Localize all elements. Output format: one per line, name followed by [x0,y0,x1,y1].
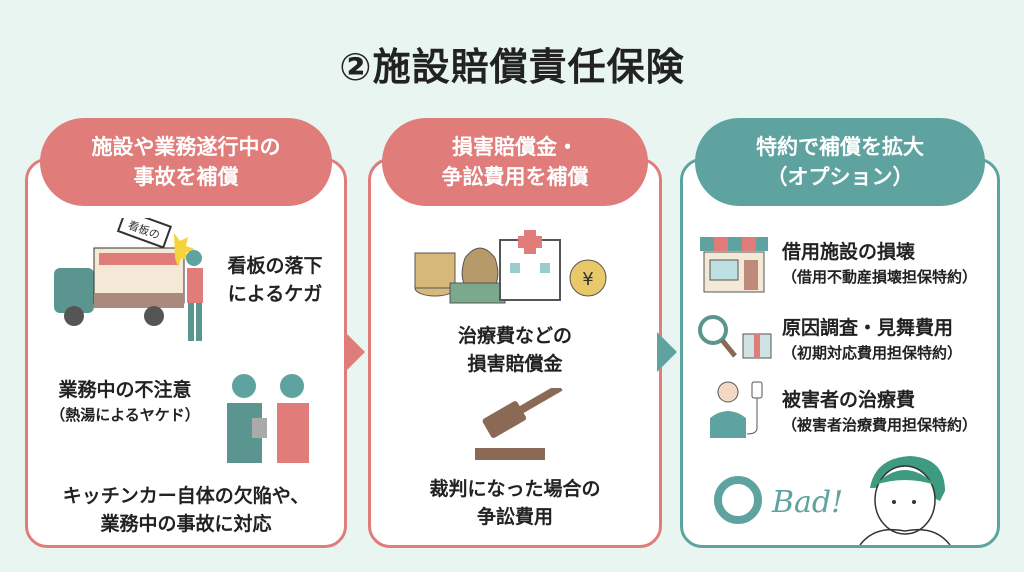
header-options: 特約で補償を拡大 （オプション） [695,118,985,206]
option-subtitle: （被害者治療費用担保特約） [782,416,978,434]
item-line: 裁判になった場合の [429,478,601,500]
option-victim-treatment: 被害者の治療費 （被害者治療費用担保特約） [782,386,977,436]
item-line: 治療費などの [457,325,572,347]
item-line: 争訟費用 [476,506,553,528]
money-hospital-icon: ¥ [414,230,607,304]
option-title: 被害者の治療費 [782,389,916,411]
page-title: ②施設賠償責任保険 [339,45,685,89]
magnifier-gift-icon [698,315,772,359]
header-line: 特約で補償を拡大 [756,135,924,159]
header-line: 争訟費用を補償 [441,165,589,189]
circle-mark-icon [714,476,762,524]
option-title: 借用施設の損壊 [782,241,916,263]
header-line: 事故を補償 [133,165,239,189]
arrow-right-icon [657,332,677,372]
food-truck-sign-falling-icon: 看板の [54,218,203,341]
item-sign-injury: 看板の落下 によるケガ [210,252,340,308]
item-line: 業務中の不注意 [58,379,192,401]
option-borrowed-facility: 借用施設の損壊 （借用不動産損壊担保特約） [782,238,977,288]
item-compensation: 治療費などの 損害賠償金 [370,322,660,378]
item-line: 看板の落下 [227,255,323,277]
bad-text: Bad! [771,485,843,520]
staff-customer-illustration [227,374,309,463]
column-footer: キッチンカー自体の欠陥や、 業務中の事故に対応 [30,482,342,538]
footer-line: 業務中の事故に対応 [100,513,272,535]
arrow-right-icon [345,332,365,372]
gavel-icon [475,388,563,460]
item-litigation: 裁判になった場合の 争訟費用 [370,475,660,531]
option-investigation-costs: 原因調査・見舞費用 （初期対応費用担保特約） [782,314,962,364]
header-line: 施設や業務遂行中の [91,135,281,159]
option-title: 原因調査・見舞費用 [782,317,954,339]
header-line: （オプション） [766,165,914,189]
footer-line: キッチンカー自体の欠陥や、 [62,485,310,507]
yen-symbol: ¥ [582,269,593,290]
item-line: によるケガ [227,283,323,305]
option-subtitle: （借用不動産損壊担保特約） [782,268,978,286]
patient-icon [710,381,763,438]
item-line: 損害賠償金 [467,353,563,375]
item-burn: 業務中の不注意 （熱湯によるヤケド） [35,376,215,426]
damaged-shop-icon [700,237,768,293]
header-facility-accidents: 施設や業務遂行中の 事故を補償 [40,118,332,206]
item-line: （熱湯によるヤケド） [50,406,200,424]
header-damages: 損害賠償金・ 争訟費用を補償 [382,118,648,206]
option-subtitle: （初期対応費用担保特約） [782,344,963,362]
card-facility-accidents [25,158,347,548]
bad-woman-illustration: Bad! [714,456,951,545]
header-line: 損害賠償金・ [452,135,578,159]
